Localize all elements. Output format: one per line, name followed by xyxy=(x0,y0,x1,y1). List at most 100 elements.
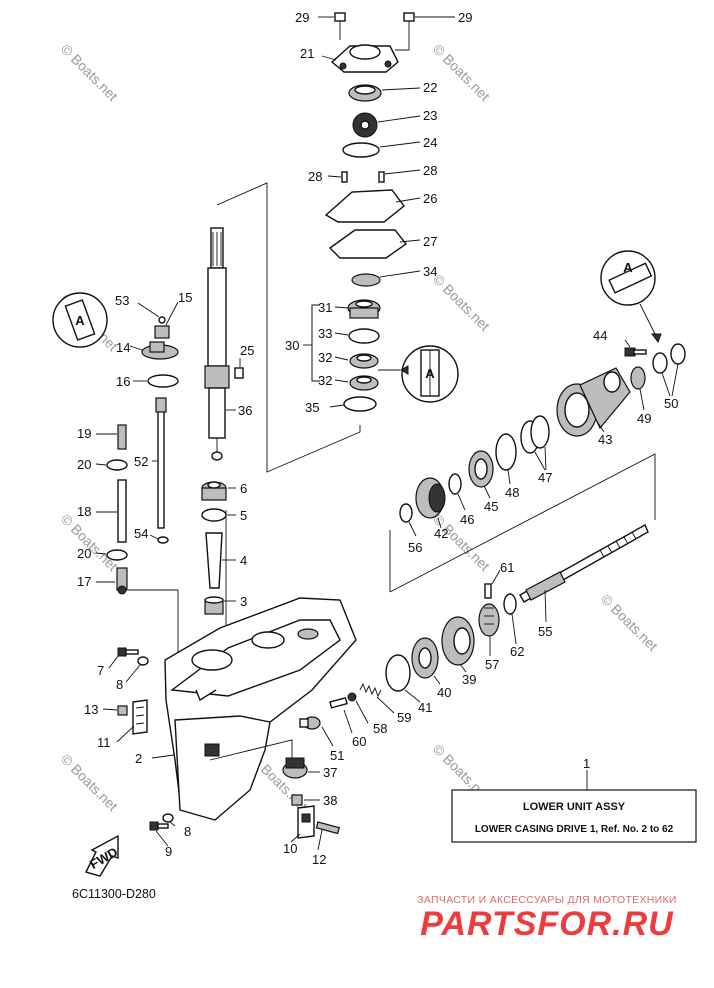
callout-50: 50 xyxy=(664,396,678,411)
grease-symbol-icon xyxy=(600,250,656,306)
pinion-gear-icon xyxy=(282,757,308,779)
nut-icon xyxy=(117,705,128,716)
grease-symbol-icon xyxy=(52,292,108,348)
callout-21: 21 xyxy=(300,46,314,61)
callout-48: 48 xyxy=(505,485,519,500)
callout-3: 3 xyxy=(240,594,247,609)
shift-rod-group: A xyxy=(52,292,179,595)
callout-6: 6 xyxy=(240,481,247,496)
o-ring-icon xyxy=(147,374,179,388)
callout-37: 37 xyxy=(323,765,337,780)
bearing-icon xyxy=(201,481,227,501)
callout-18: 18 xyxy=(77,504,91,519)
bolt-icon xyxy=(403,12,415,40)
callout-labels: 29 29 21 22 23 24 28 28 26 27 34 31 33 3… xyxy=(77,10,678,867)
callout-9: 9 xyxy=(165,844,172,859)
callout-14: 14 xyxy=(116,340,130,355)
brand-logo[interactable]: PARTSFOR.RU xyxy=(420,905,674,943)
assembly-note: 1 LOWER UNIT ASSY LOWER CASING DRIVE 1, … xyxy=(451,756,697,843)
clip-icon xyxy=(157,536,169,544)
brand-tagline: ЗАПЧАСТИ И АКСЕССУАРЫ ДЛЯ МОТОТЕХНИКИ xyxy=(417,894,677,906)
anode-icon xyxy=(132,699,148,735)
callout-59: 59 xyxy=(397,710,411,725)
callout-8: 8 xyxy=(184,824,191,839)
oil-seal-housing-icon xyxy=(347,299,381,319)
callout-42: 42 xyxy=(434,526,448,541)
casing-fastener-group xyxy=(102,647,395,851)
oil-seal-icon xyxy=(670,343,686,365)
gear-group: A xyxy=(385,250,686,703)
woodruff-key-icon xyxy=(234,367,244,379)
callout-44: 44 xyxy=(593,328,607,343)
rod-icon xyxy=(117,479,127,543)
watermark: © Boats.net xyxy=(598,591,661,654)
callout-30: 30 xyxy=(285,338,299,353)
brand-banner[interactable]: ЗАПЧАСТИ И АКСЕССУАРЫ ДЛЯ МОТОТЕХНИКИ PA… xyxy=(402,894,692,942)
callout-15: 15 xyxy=(178,290,192,305)
tapered-bearing-icon xyxy=(468,450,494,488)
callout-28: 28 xyxy=(423,163,437,178)
reverse-gear-icon xyxy=(441,616,475,666)
callout-31: 31 xyxy=(318,300,332,315)
o-ring-icon xyxy=(530,415,550,449)
callout-24: 24 xyxy=(423,135,437,150)
gasket-icon xyxy=(343,396,377,412)
shim-icon xyxy=(399,503,413,523)
callout-51: 51 xyxy=(330,748,344,763)
callout-4: 4 xyxy=(240,553,247,568)
callout-26: 26 xyxy=(423,191,437,206)
watermark: © Boats.net xyxy=(430,271,493,334)
assembly-title: LOWER UNIT ASSY xyxy=(523,801,626,813)
callout-47: 47 xyxy=(538,470,552,485)
small-o-ring-icon xyxy=(158,316,166,324)
grommet-ring-icon xyxy=(106,549,128,561)
callout-16: 16 xyxy=(116,374,130,389)
forward-gear-icon xyxy=(415,477,446,519)
callout-61: 61 xyxy=(500,560,514,575)
watermark: © Boats.net xyxy=(58,41,121,104)
callout-11: 11 xyxy=(97,735,111,750)
callout-55: 55 xyxy=(538,624,552,639)
callout-22: 22 xyxy=(423,80,437,95)
oil-seal-icon xyxy=(349,375,379,391)
bolt-icon xyxy=(117,647,139,657)
callout-20: 20 xyxy=(77,457,91,472)
bearing-housing-icon xyxy=(556,367,631,437)
forward-arrow-icon xyxy=(84,834,119,877)
o-ring-icon xyxy=(495,433,517,471)
callout-29: 29 xyxy=(458,10,472,25)
washer-icon xyxy=(137,656,149,666)
spring-icon xyxy=(359,682,382,698)
callout-54: 54 xyxy=(134,526,148,541)
callout-32: 32 xyxy=(318,350,332,365)
bolt-icon xyxy=(334,12,346,40)
callout-10: 10 xyxy=(283,841,297,856)
callout-38: 38 xyxy=(323,793,337,808)
impeller-icon xyxy=(352,112,378,138)
oil-seal-icon xyxy=(630,366,646,390)
seal-icon xyxy=(351,273,381,287)
watermark: © Boats.net xyxy=(58,511,121,574)
tapered-bearing-icon xyxy=(411,637,439,679)
drawing-code: 6C11300-D280 xyxy=(72,887,156,901)
callout-28: 28 xyxy=(308,169,322,184)
shift-rod-housing-icon xyxy=(141,341,179,360)
callout-2: 2 xyxy=(135,751,142,766)
callout-56: 56 xyxy=(408,540,422,555)
propeller-shaft-icon xyxy=(519,524,649,603)
cross-pin-ring-icon xyxy=(503,593,517,615)
oil-seal-icon xyxy=(652,352,668,374)
outer-plate-icon xyxy=(324,189,405,223)
oil-seal-icon xyxy=(349,353,379,369)
callout-35: 35 xyxy=(305,400,319,415)
shift-rod-icon xyxy=(155,397,167,529)
shim-icon xyxy=(448,473,462,495)
callout-46: 46 xyxy=(460,512,474,527)
insert-cartridge-icon xyxy=(348,84,382,102)
callout-49: 49 xyxy=(637,411,651,426)
nut-icon xyxy=(291,794,303,806)
callout-8: 8 xyxy=(116,677,123,692)
rod-end-icon xyxy=(117,424,127,450)
shift-plunger-icon xyxy=(299,716,321,730)
